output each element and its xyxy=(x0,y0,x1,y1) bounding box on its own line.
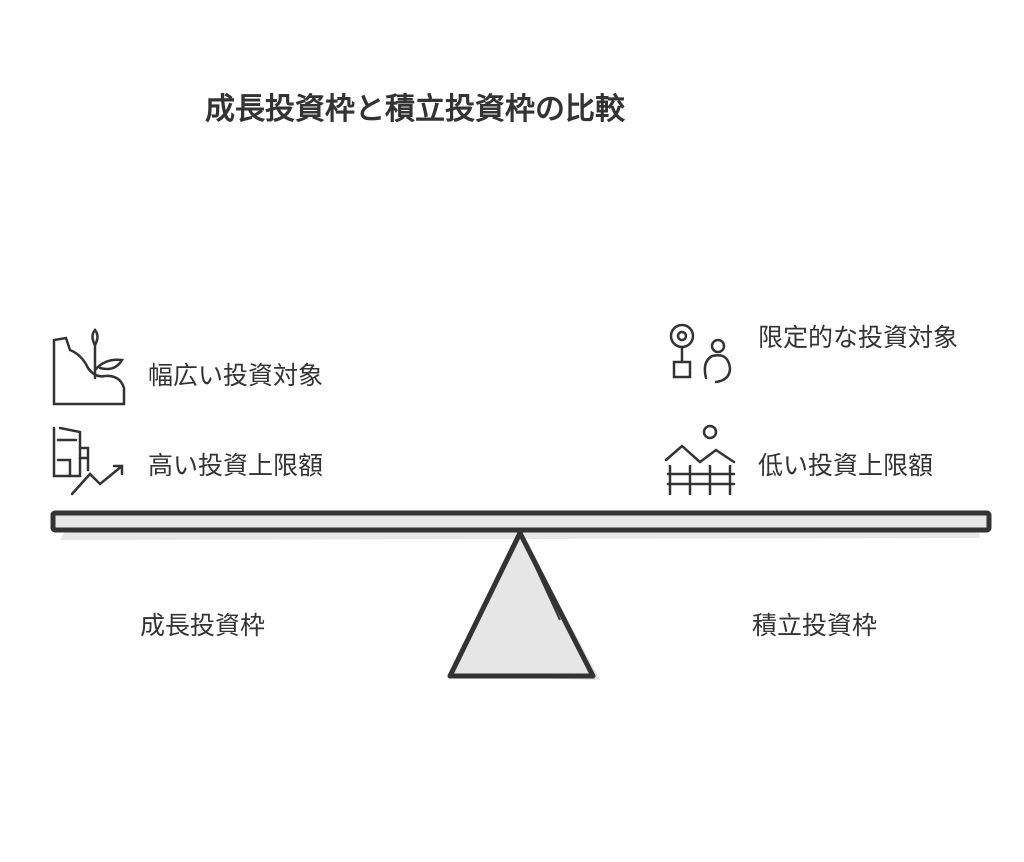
left-item-broad-targets: 幅広い投資対象 xyxy=(148,361,324,390)
right-item-low-limit: 低い投資上限額 xyxy=(758,451,934,480)
right-item-limited-targets: 限定的な投資対象 xyxy=(758,323,959,352)
flower-pot-person-icon xyxy=(669,323,732,384)
seesaw-beam xyxy=(50,510,992,533)
plant-growth-icon xyxy=(52,328,126,406)
diagram-title: 成長投資枠と積立投資枠の比較 xyxy=(205,92,625,127)
landscape-fence-icon xyxy=(664,424,736,496)
seesaw-fulcrum xyxy=(447,530,596,679)
building-chart-up-icon xyxy=(52,426,124,496)
left-item-high-limit: 高い投資上限額 xyxy=(148,451,324,480)
left-side-label: 成長投資枠 xyxy=(140,611,266,640)
right-side-label: 積立投資枠 xyxy=(752,611,878,640)
